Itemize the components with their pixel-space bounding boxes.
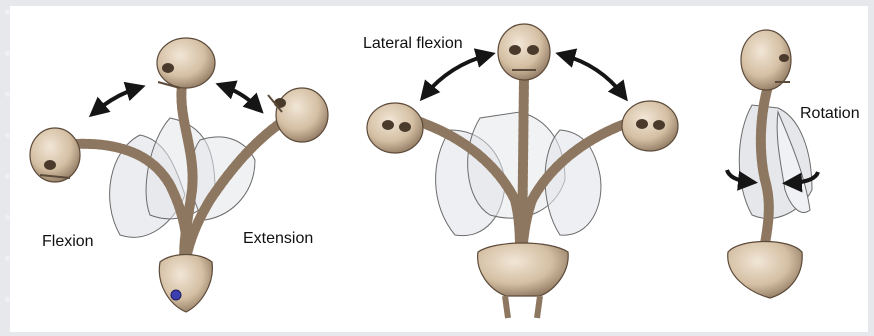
arrow-flexion xyxy=(95,88,138,112)
arrow-lateral-right xyxy=(563,55,623,95)
arrow-lateral-left xyxy=(425,55,488,95)
pelvis-flexion-panel xyxy=(159,255,212,313)
flexion-extension-group xyxy=(30,38,328,312)
pelvis-rotation-panel xyxy=(728,242,802,299)
skull-lateral-left xyxy=(367,103,423,153)
extension-label: Extension xyxy=(243,231,313,247)
lateral-flexion-group xyxy=(367,24,678,318)
skull-extension xyxy=(268,88,328,142)
skull-lateral-center xyxy=(498,24,550,80)
lateral-flexion-label: Lateral flexion xyxy=(363,36,463,52)
skull-rotation xyxy=(741,30,791,90)
flexion-label: Flexion xyxy=(42,234,94,250)
pelvis-lateral-panel xyxy=(478,243,569,296)
skull-lateral-right xyxy=(622,101,678,151)
hip-joint-marker xyxy=(171,290,181,300)
pelvis-lateral-legs xyxy=(505,296,540,318)
arrow-extension xyxy=(223,86,258,108)
rotation-group xyxy=(727,30,818,298)
skull-neutral xyxy=(157,38,215,88)
rotation-label: Rotation xyxy=(800,106,860,122)
rib-cage-lateral-right xyxy=(545,130,601,235)
skull-flexion xyxy=(30,128,80,182)
